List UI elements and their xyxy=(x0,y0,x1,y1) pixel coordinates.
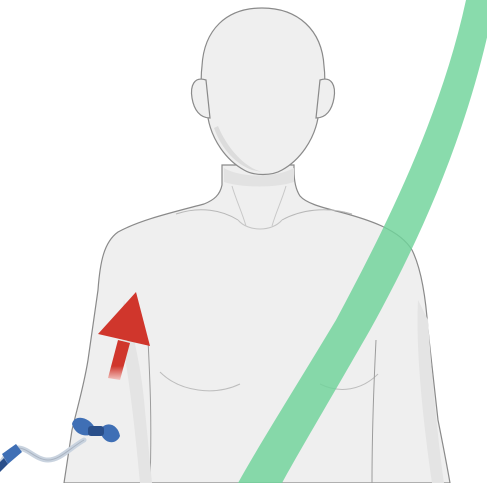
head-shape xyxy=(201,8,325,175)
needle-hub xyxy=(88,426,104,436)
